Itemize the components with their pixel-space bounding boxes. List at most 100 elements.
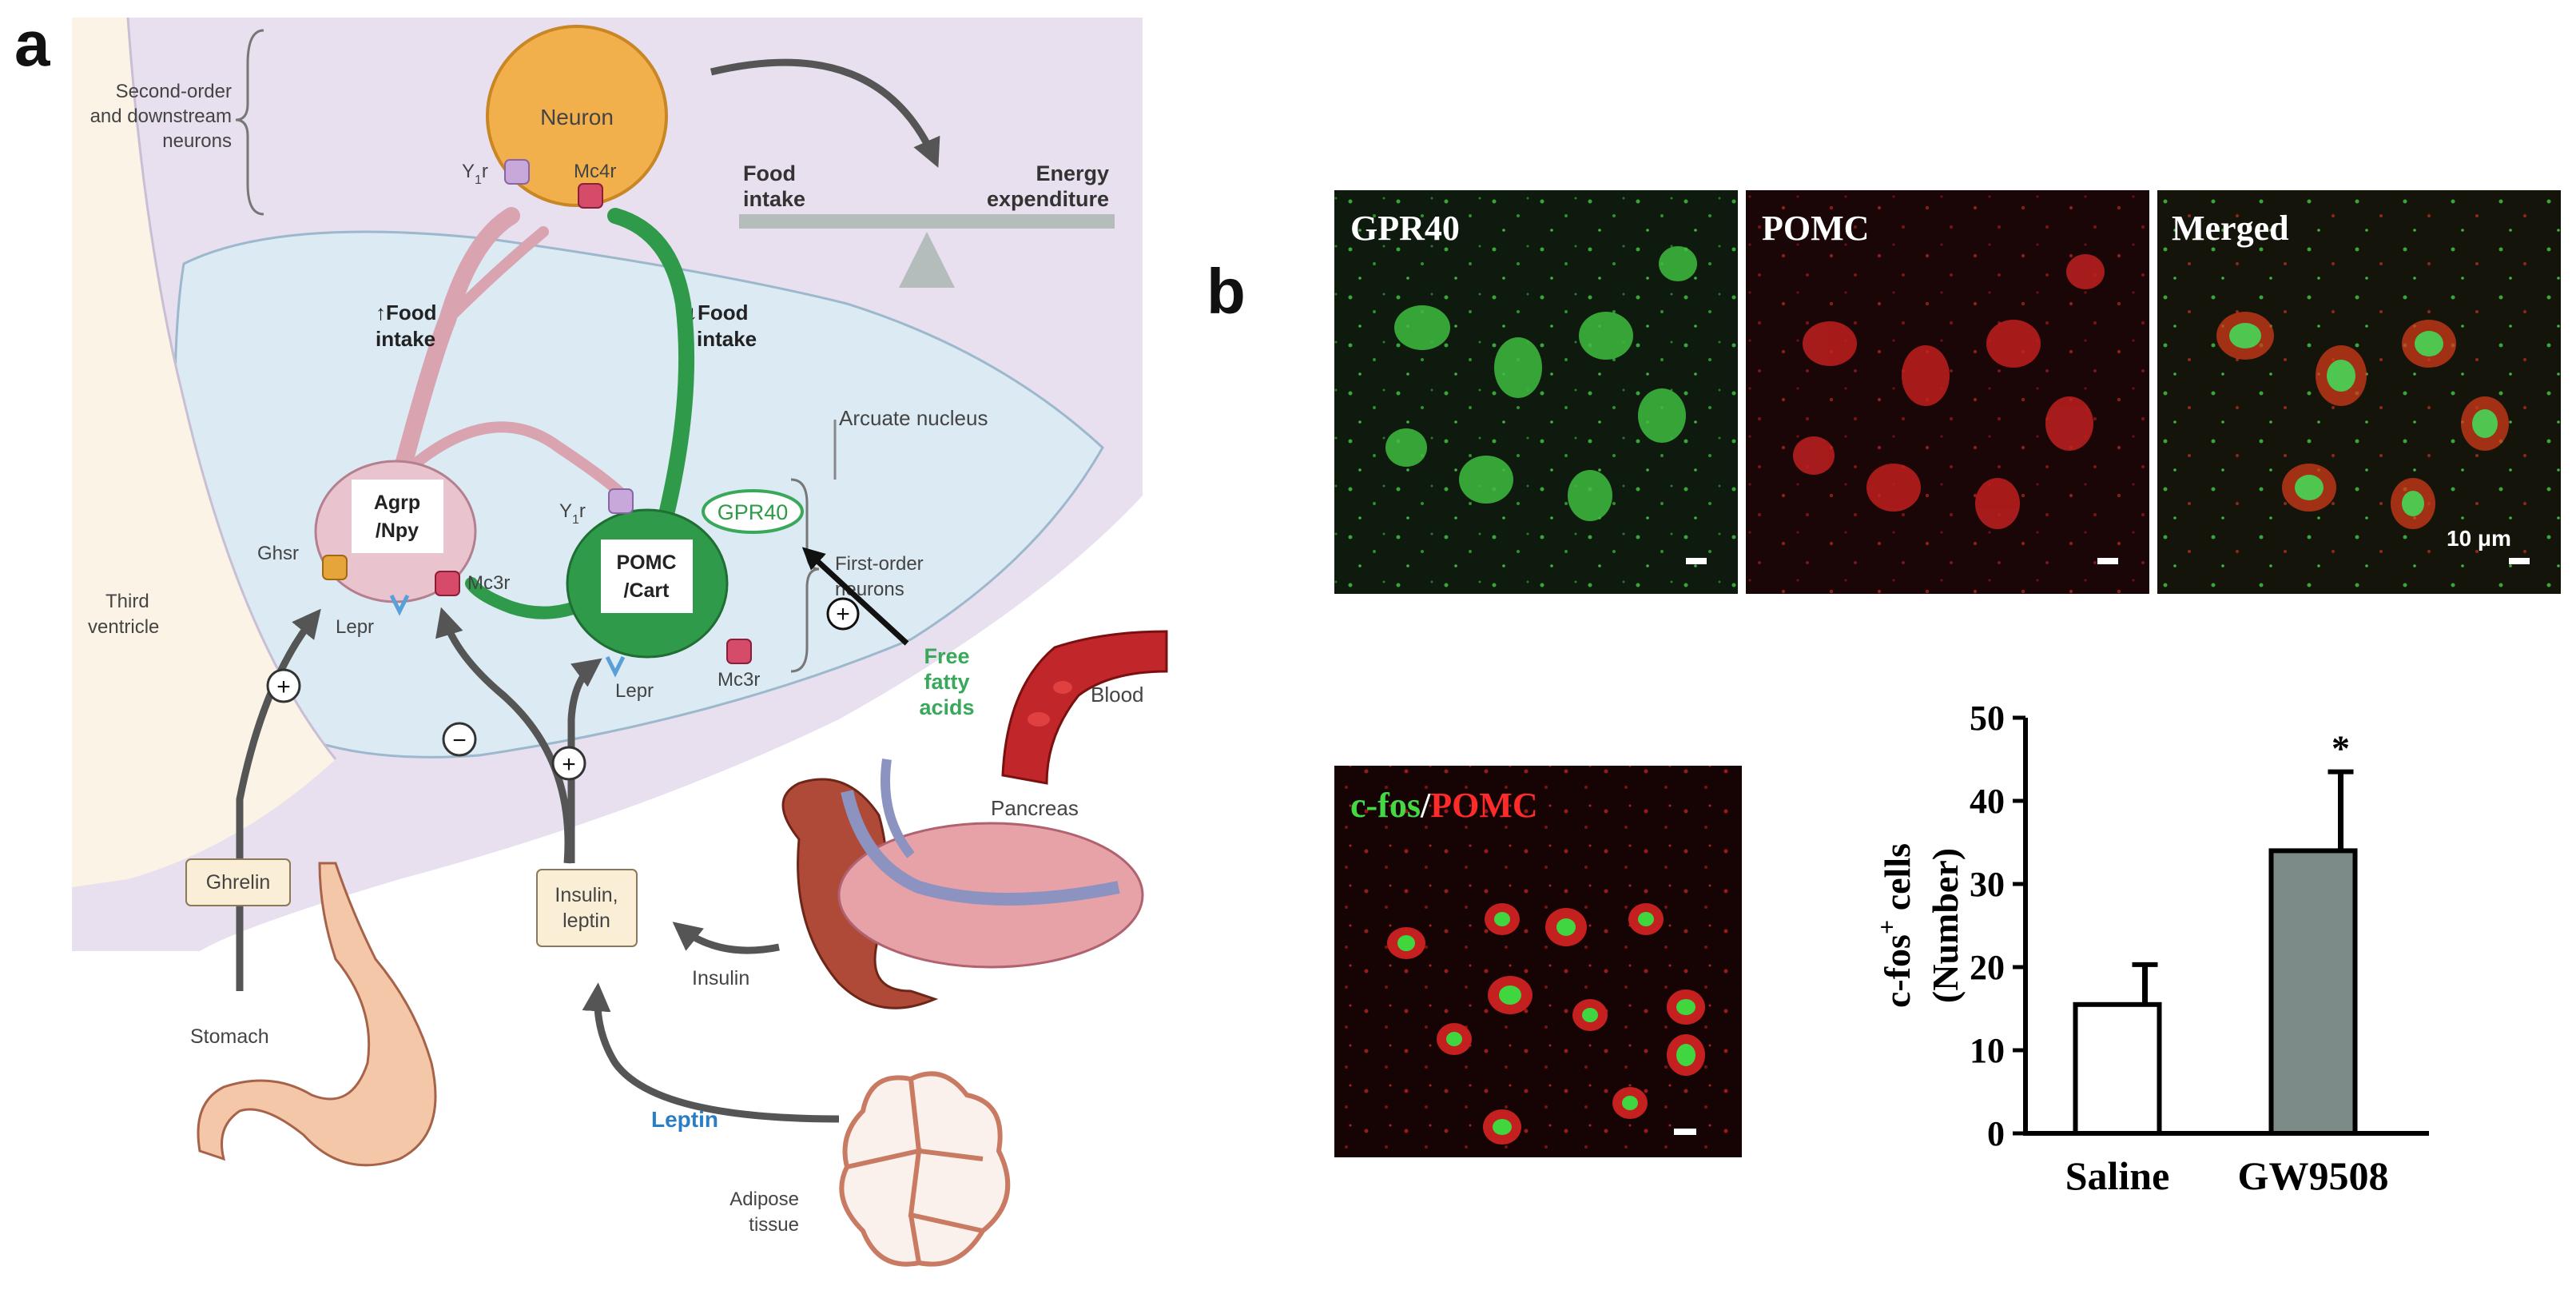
second-order-label-3: neurons — [162, 130, 232, 152]
panel-b-letter: b — [1207, 256, 1246, 327]
leptin-label: Leptin — [651, 1107, 718, 1132]
ghsr-label: Ghsr — [257, 543, 299, 564]
pomc-box — [601, 540, 693, 613]
scale-bar-gpr40 — [1686, 558, 1707, 564]
third-ventricle-label-1: Third — [105, 591, 149, 612]
first-order-label-1: First-order — [835, 553, 924, 575]
balance-fulcrum — [899, 232, 955, 288]
gpr40-cells — [1385, 246, 1697, 521]
blood-vessel — [1001, 630, 1168, 785]
agrp-axon-branch — [442, 226, 549, 325]
y-tick-label-20: 20 — [1970, 948, 2005, 987]
gpr40-ellipse — [702, 489, 804, 534]
agrp-to-pomc-axon — [410, 421, 629, 501]
cfos-micrograph-label: c-fos/POMC — [1350, 786, 1538, 825]
x-category-label-GW9508: GW9508 — [2238, 1153, 2389, 1198]
pancreatic-vessel — [881, 759, 915, 858]
ffa-label-1: Free — [924, 644, 969, 668]
lepr-agrp-receptor-icon — [389, 594, 410, 616]
ghsr-receptor-icon — [322, 555, 348, 580]
pomc-plus-sign — [551, 746, 586, 781]
lepr-pomc-label: Lepr — [615, 680, 654, 702]
agrp-label-2: /Npy — [376, 520, 419, 542]
insulin-leptin-box — [536, 869, 638, 947]
agrp-label-1: Agrp — [374, 492, 420, 514]
arcuate-nucleus-label: Arcuate nucleus — [839, 406, 988, 430]
micrograph-gpr40-label: GPR40 — [1350, 209, 1460, 248]
gpr40-label: GPR40 — [718, 500, 789, 524]
pomc-label-1: POMC — [617, 551, 677, 574]
pancreas-label: Pancreas — [991, 796, 1079, 820]
bar-Saline — [2073, 1001, 2162, 1137]
ghrelin-plus-text: + — [276, 674, 291, 700]
insulin-leptin-to-agrp-arrow — [435, 607, 572, 864]
ghrelin-label: Ghrelin — [206, 871, 271, 894]
y1r-pomc-label: Y1r — [559, 500, 586, 527]
ghrelin-plus-sign — [266, 668, 301, 703]
micrograph-pomc — [1746, 190, 2149, 594]
adipose-tissue-icon — [839, 1071, 1011, 1267]
food-intake-up-2: intake — [376, 327, 435, 351]
insulin-leptin-to-pomc-arrow — [567, 658, 602, 863]
pomc-label-2: /Cart — [624, 579, 670, 602]
pomc-axon — [607, 208, 695, 536]
cfos-cells — [1387, 903, 1705, 1145]
insulin-label: Insulin — [692, 967, 749, 989]
second-order-brace — [235, 29, 264, 216]
micrograph-cfos — [1334, 766, 1742, 1157]
ghrelin-box — [185, 858, 291, 906]
scale-bar-cfos — [1674, 1129, 1696, 1135]
y1r-receptor-icon — [504, 159, 530, 185]
minus-text: − — [452, 727, 467, 754]
bar-GW9508 — [2268, 848, 2358, 1137]
mc4r-receptor-icon — [578, 183, 603, 209]
insulin-arrow — [672, 922, 780, 954]
leptin-arrow — [582, 982, 840, 1123]
y-tick-label-0: 0 — [1987, 1114, 2005, 1153]
stomach-label: Stomach — [190, 1025, 269, 1048]
food-intake-up-1: ↑Food — [376, 301, 437, 325]
ghrelin-arrow — [236, 608, 321, 991]
pancreatic-duct — [841, 790, 1120, 906]
mc4r-label: Mc4r — [574, 161, 616, 182]
adipose-label-2: tissue — [749, 1214, 799, 1236]
neuron-to-balance-arrow — [710, 58, 940, 168]
mc3r-agrp-label: Mc3r — [467, 572, 510, 594]
food-intake-down-1: ↓Food — [687, 301, 749, 325]
ffa-label-2: fatty — [924, 670, 969, 694]
blood-cell-2 — [1053, 681, 1072, 694]
balance-beam — [739, 214, 1115, 229]
balance-left-2: intake — [743, 187, 805, 211]
y-tick-label-50: 50 — [1970, 699, 2005, 738]
panel-a-letter: a — [14, 8, 50, 79]
scale-bar-label: 10 μm — [2447, 526, 2511, 551]
second-order-neuron — [486, 25, 668, 207]
blood-label: Blood — [1091, 683, 1144, 707]
micrograph-pomc-label: POMC — [1762, 209, 1869, 248]
ffa-plus-text: + — [836, 601, 850, 627]
balance-right-1: Energy — [1036, 161, 1109, 185]
pomc-cells — [1793, 254, 2105, 529]
y-axis-label: c-fos+ cells — [1872, 843, 1918, 1008]
insulin-leptin-label-1: Insulin, — [555, 884, 618, 906]
lepr-agrp-label: Lepr — [336, 616, 374, 638]
y1r-pomc-receptor-icon — [608, 488, 634, 514]
mc3r-agrp-receptor-icon — [435, 571, 460, 596]
micrograph-merged-label: Merged — [2172, 209, 2289, 248]
minus-sign — [442, 722, 477, 757]
ffa-plus-sign — [826, 597, 860, 631]
mc3r-pomc-receptor-icon — [726, 639, 752, 664]
significance-marker-GW9508: * — [2332, 728, 2350, 769]
stomach-shape — [197, 862, 437, 1167]
lepr-pomc-receptor-icon — [605, 655, 626, 678]
adipose-label-1: Adipose — [729, 1189, 799, 1210]
agrp-box — [352, 480, 443, 553]
balance-right-2: expenditure — [987, 187, 1109, 211]
mc3r-pomc-label: Mc3r — [718, 669, 760, 691]
neuron-label: Neuron — [540, 105, 614, 129]
third-ventricle-region — [72, 18, 336, 887]
balance-left-1: Food — [743, 161, 796, 185]
second-order-label-2: and downstream — [90, 106, 232, 127]
